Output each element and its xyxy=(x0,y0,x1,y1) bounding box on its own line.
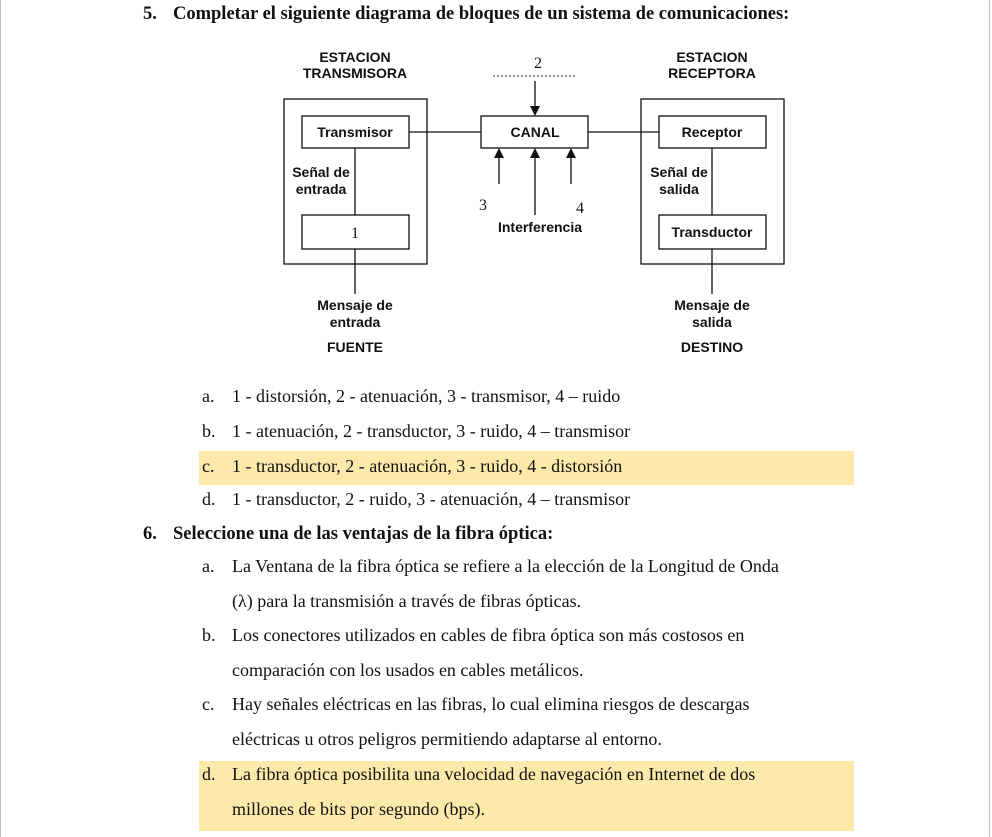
q6-option-a[interactable]: a. La Ventana de la fibra óptica se refi… xyxy=(199,553,854,619)
option-text: 1 - transductor, 2 - atenuación, 3 - rui… xyxy=(232,456,623,476)
mensaje-entrada-label-1: Mensaje de xyxy=(317,297,393,313)
q5-option-b[interactable]: b. 1 - atenuación, 2 - transductor, 3 - … xyxy=(199,417,854,447)
tx-station-label-1: ESTACION xyxy=(319,49,390,65)
option-text: 1 - transductor, 2 - ruido, 3 - atenuaci… xyxy=(232,489,631,509)
blank-4-arrowhead xyxy=(566,148,576,158)
option-text: 1 - distorsión, 2 - atenuación, 3 - tran… xyxy=(232,386,621,406)
mensaje-entrada-label-2: entrada xyxy=(330,314,381,330)
transmisor-label: Transmisor xyxy=(317,124,393,140)
blank-2-label: 2 xyxy=(534,55,542,72)
canal-label: CANAL xyxy=(511,124,560,140)
mensaje-salida-label-2: salida xyxy=(692,314,732,330)
q6-option-b[interactable]: b. Los conectores utilizados en cables d… xyxy=(199,622,854,688)
senal-entrada-label-1: Señal de xyxy=(292,164,350,180)
q5-option-d[interactable]: d. 1 - transductor, 2 - ruido, 3 - atenu… xyxy=(199,486,854,516)
q5-option-a[interactable]: a. 1 - distorsión, 2 - atenuación, 3 - t… xyxy=(199,382,854,412)
destino-label: DESTINO xyxy=(681,339,743,355)
blank-4-label: 4 xyxy=(576,200,584,217)
question-5-text: Completar el siguiente diagrama de bloqu… xyxy=(173,4,790,24)
option-letter: b. xyxy=(202,421,216,441)
senal-salida-label-1: Señal de xyxy=(650,164,708,180)
q6-option-d-highlighted[interactable]: d. La fibra óptica posibilita una veloci… xyxy=(199,761,854,831)
blank-3-label: 3 xyxy=(479,197,487,214)
tx-station-label-2: TRANSMISORA xyxy=(303,65,407,81)
option-letter: a. xyxy=(202,556,215,576)
question-5-title: 5. Completar el siguiente diagrama de blo… xyxy=(143,4,789,25)
senal-entrada-label-2: entrada xyxy=(296,181,347,197)
option-text-line-1: La Ventana de la fibra óptica se refiere… xyxy=(232,556,779,576)
interferencia-arrowhead xyxy=(530,148,540,158)
page-border-right xyxy=(989,0,990,837)
communication-system-diagram: ESTACION TRANSMISORA ESTACION RECEPTORA … xyxy=(283,49,785,355)
attenuation-arrowhead xyxy=(530,106,540,116)
option-letter: a. xyxy=(202,386,215,406)
blank-3-arrowhead xyxy=(494,148,504,158)
option-text-line-2: eléctricas u otros peligros permitiendo … xyxy=(232,729,662,749)
option-text-line-2: millones de bits por segundo (bps). xyxy=(232,799,485,819)
option-text: 1 - atenuación, 2 - transductor, 3 - rui… xyxy=(232,421,631,441)
rx-station-label-2: RECEPTORA xyxy=(668,65,756,81)
senal-salida-label-2: salida xyxy=(659,181,699,197)
rx-station-label-1: ESTACION xyxy=(676,49,747,65)
option-letter: c. xyxy=(202,456,215,476)
option-text-line-1: Hay señales eléctricas en las fibras, lo… xyxy=(232,694,750,714)
question-5-number: 5. xyxy=(143,4,157,24)
question-6-title: 6. Seleccione una de las ventajas de la f… xyxy=(143,524,553,545)
blank-1-label: 1 xyxy=(351,225,359,242)
interferencia-label: Interferencia xyxy=(498,219,582,235)
q5-option-c-highlighted[interactable]: c. 1 - transductor, 2 - atenuación, 3 - … xyxy=(199,451,854,485)
transductor-label: Transductor xyxy=(672,224,753,240)
option-letter: b. xyxy=(202,625,216,645)
option-letter: d. xyxy=(202,764,216,784)
fuente-label: FUENTE xyxy=(327,339,383,355)
q6-option-c[interactable]: c. Hay señales eléctricas en las fibras,… xyxy=(199,691,854,757)
option-text-line-1: La fibra óptica posibilita una velocidad… xyxy=(232,764,756,784)
option-letter: d. xyxy=(202,489,216,509)
question-6-text: Seleccione una de las ventajas de la fib… xyxy=(173,524,554,544)
receptor-label: Receptor xyxy=(682,124,743,140)
question-6-number: 6. xyxy=(143,524,157,544)
page-border-left xyxy=(0,0,1,837)
option-letter: c. xyxy=(202,694,215,714)
option-text-line-2: (λ) para la transmisión a través de fibr… xyxy=(232,591,582,611)
option-text-line-2: comparación con los usados en cables met… xyxy=(232,660,584,680)
option-text-line-1: Los conectores utilizados en cables de f… xyxy=(232,625,745,645)
mensaje-salida-label-1: Mensaje de xyxy=(674,297,750,313)
